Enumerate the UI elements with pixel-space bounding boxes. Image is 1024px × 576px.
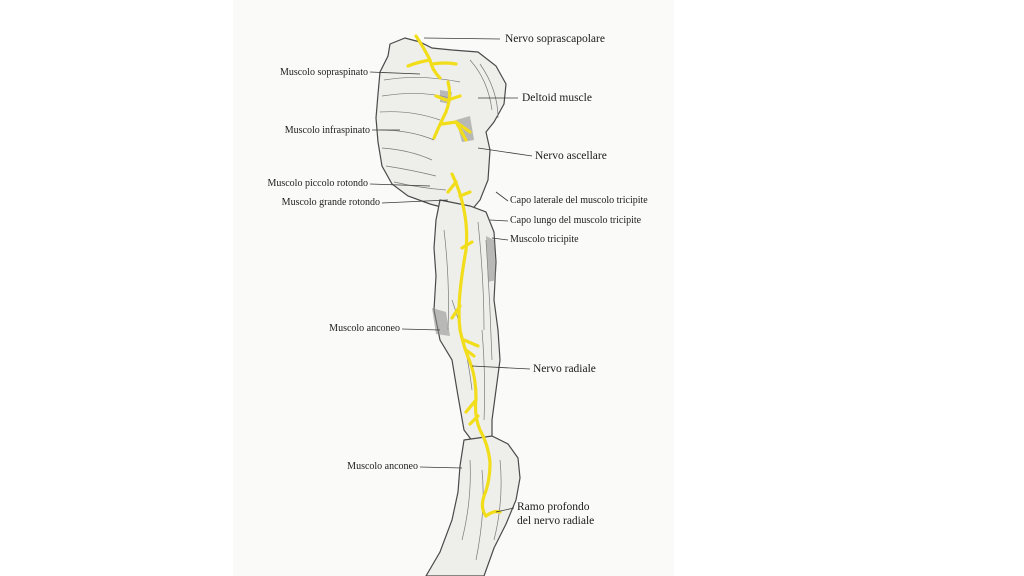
label-muscolo-sopraspinato: Muscolo sopraspinato: [279, 67, 368, 78]
radial-branch: [464, 348, 476, 358]
nerves: [406, 34, 502, 518]
hatch: [385, 165, 437, 177]
leader-muscolo-tricipite: [491, 237, 509, 241]
forearm-shape: [425, 435, 521, 576]
hatch: [381, 147, 433, 161]
axillary-branch: [440, 120, 458, 126]
hatch: [477, 221, 485, 331]
shadow: [486, 236, 496, 282]
hatch: [393, 181, 447, 191]
radial-branch: [464, 398, 478, 414]
leader-nervo-soprascapolare: [423, 37, 501, 40]
suprascapular-branch: [430, 61, 458, 66]
leader-capo-laterale: [495, 191, 509, 202]
hatch: [461, 459, 471, 541]
radial-branch: [468, 414, 480, 426]
label-muscolo-tricipite: Muscolo tricipite: [510, 234, 579, 245]
hatch: [493, 459, 502, 541]
axillary-nerve: [432, 80, 452, 140]
label-muscolo-anconeo-1: Muscolo anconeo: [329, 323, 400, 334]
label-capo-laterale: Capo laterale del muscolo tricipite: [510, 195, 648, 206]
axillary-branch: [454, 120, 468, 142]
label-muscolo-anconeo-2: Muscolo anconeo: [347, 461, 418, 472]
label-deltoid-muscle: Deltoid muscle: [522, 92, 592, 104]
axillary-branch: [434, 94, 448, 102]
hatch: [379, 111, 441, 121]
label-ramo-profondo: Ramo profondo del nervo radiale: [517, 500, 594, 528]
hatch: [443, 229, 449, 331]
deep-radial-branch: [484, 509, 502, 518]
label-muscolo-infraspinato: Muscolo infraspinato: [284, 125, 370, 136]
radial-branch: [458, 190, 472, 198]
leader-muscolo-sopraspinato: [369, 71, 421, 75]
label-muscolo-grande-rotondo: Muscolo grande rotondo: [281, 197, 380, 208]
shadow: [432, 308, 450, 336]
label-ramo-profondo-line2: del nervo radiale: [517, 515, 595, 527]
radial-branch: [446, 180, 458, 194]
hatch: [479, 63, 499, 119]
label-nervo-soprascapolare: Nervo soprascapolare: [505, 33, 605, 45]
leader-nervo-ascellare: [477, 147, 533, 157]
shadows: [432, 90, 496, 336]
hatch: [481, 329, 486, 421]
radial-branch: [462, 338, 480, 348]
arm-silhouette: [375, 37, 521, 576]
label-nervo-ascellare: Nervo ascellare: [535, 150, 607, 162]
leader-piccolo-rotondo: [369, 183, 431, 187]
label-muscolo-piccolo-rotondo: Muscolo piccolo rotondo: [267, 178, 368, 189]
leader-grande-rotondo: [381, 199, 449, 204]
leader-anconeo-1: [401, 328, 441, 331]
axillary-branch: [446, 94, 462, 102]
hatch: [469, 59, 493, 111]
leader-ramo-profondo: [495, 507, 515, 513]
suprascapular-branch: [406, 58, 432, 68]
leader-anconeo-2: [419, 466, 463, 469]
leader-nervo-radiale: [471, 365, 531, 370]
label-nervo-radiale: Nervo radiale: [533, 363, 596, 375]
label-capo-lungo: Capo lungo del muscolo tricipite: [510, 215, 642, 226]
radial-branch: [460, 240, 474, 250]
label-ramo-profondo-line1: Ramo profondo: [517, 501, 590, 513]
radial-branch: [450, 304, 462, 320]
hatch: [383, 77, 461, 83]
leader-capo-lungo: [489, 219, 509, 222]
radial-nerve: [450, 172, 492, 518]
leader-lines: [369, 37, 533, 513]
